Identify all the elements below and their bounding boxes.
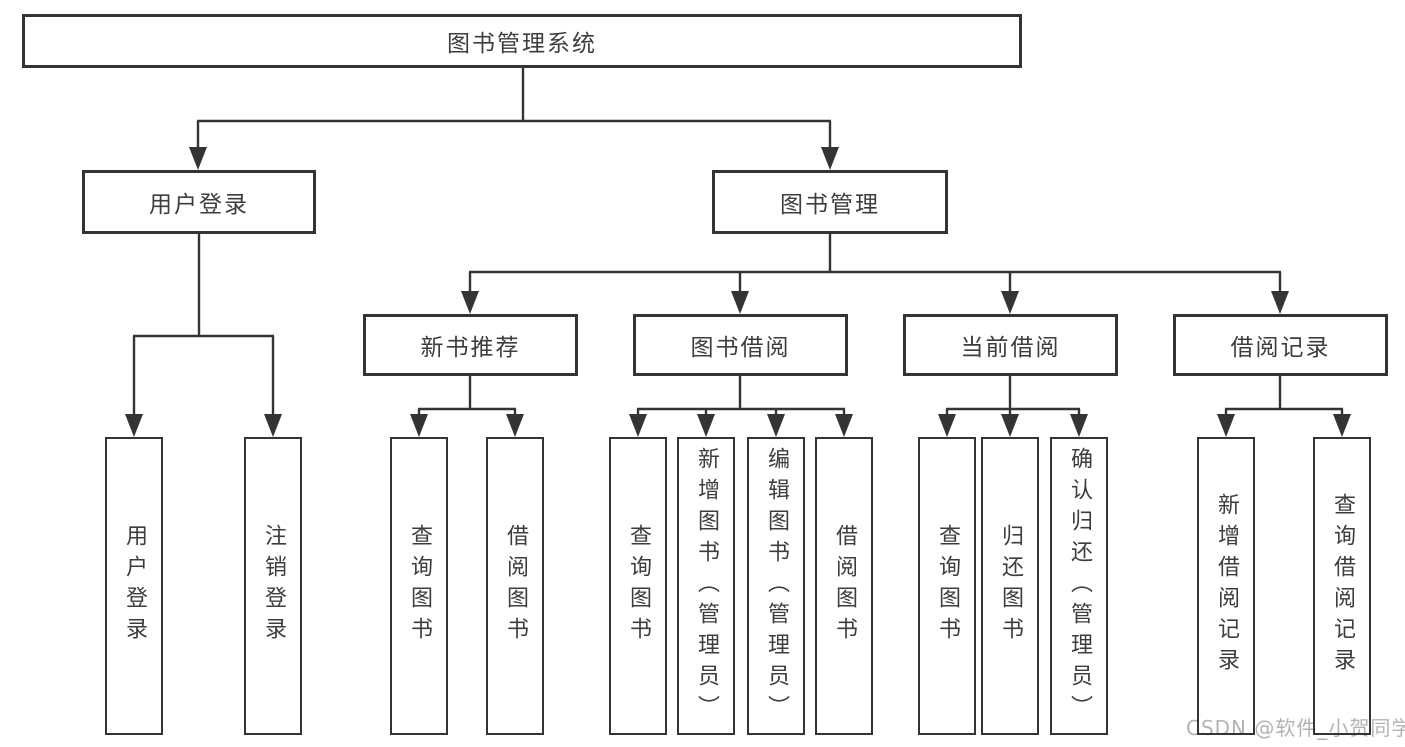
connector-bookmgmt-to-level3 <box>468 234 1282 293</box>
leaf-cb-confirm-return-admin: 确认归还（管理员） <box>1050 437 1108 735</box>
node-book-mgmt-branch: 图书管理 <box>712 170 948 234</box>
node-borrow-records: 借阅记录 <box>1173 314 1388 376</box>
leaf-br-query-record: 查询借阅记录 <box>1313 437 1371 735</box>
csdn-watermark: CSDN @软件_小贺同学 <box>1186 716 1405 740</box>
leaf-cb-return-books: 归还图书 <box>981 437 1039 735</box>
leaf-bb-add-books-admin: 新增图书（管理员） <box>677 437 735 735</box>
leaf-br-add-record: 新增借阅记录 <box>1197 437 1255 735</box>
leaf-cb-query-books: 查询图书 <box>918 437 976 735</box>
connector-bookborrow-to-leaves <box>636 376 846 417</box>
connector-userlogin-to-leaves <box>132 234 275 417</box>
connector-root-to-level2 <box>196 68 832 150</box>
node-root: 图书管理系统 <box>22 14 1022 68</box>
node-current-borrow: 当前借阅 <box>903 314 1118 376</box>
leaf-bb-borrow-books: 借阅图书 <box>815 437 873 735</box>
leaf-rec-query-books: 查询图书 <box>390 437 448 735</box>
connector-currentborrow-to-leaves <box>945 376 1081 417</box>
node-user-login-branch: 用户登录 <box>82 170 316 234</box>
leaf-user-login: 用户登录 <box>105 437 163 735</box>
leaf-logout: 注销登录 <box>244 437 302 735</box>
connector-newbookrec-to-leaves <box>417 376 517 417</box>
connector-borrowrecords-to-leaves <box>1224 376 1344 417</box>
leaf-bb-query-books: 查询图书 <box>609 437 667 735</box>
node-new-book-rec: 新书推荐 <box>363 314 578 376</box>
arrowheads <box>125 147 1351 437</box>
node-book-borrow: 图书借阅 <box>633 314 848 376</box>
leaf-rec-borrow-books: 借阅图书 <box>486 437 544 735</box>
leaf-bb-edit-books-admin: 编辑图书（管理员） <box>747 437 805 735</box>
